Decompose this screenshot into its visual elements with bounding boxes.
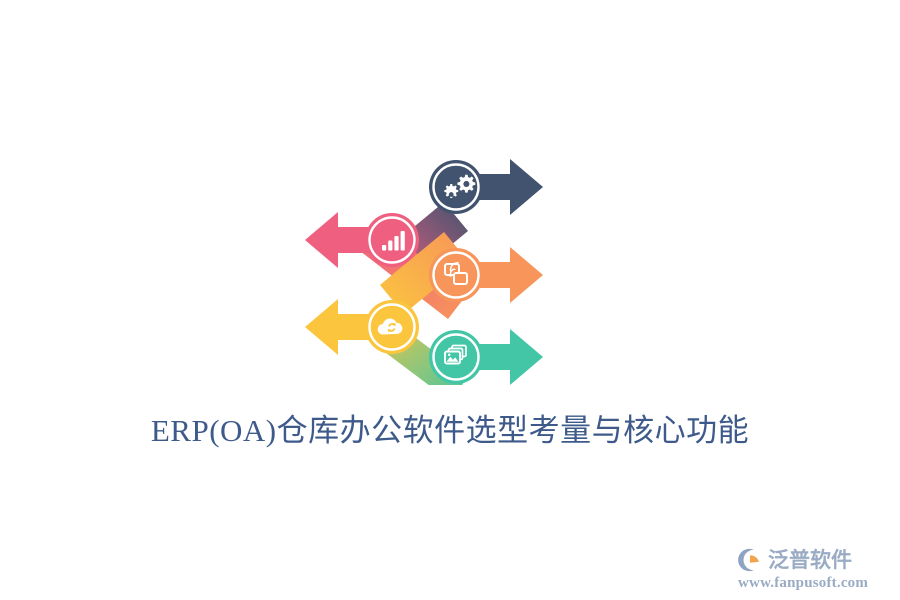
cloud-sync-icon (377, 318, 403, 335)
gears-icon (444, 174, 476, 198)
row-gallery[interactable] (429, 329, 543, 385)
circle-ring-gallery (432, 333, 480, 381)
screencast-icon (444, 261, 468, 285)
arrow-left-pink[interactable] (305, 212, 396, 268)
gallery-icon (444, 344, 467, 365)
circle-ring-gears (432, 163, 480, 211)
arrow-left-yellow[interactable] (305, 299, 396, 355)
row-bar-chart[interactable] (305, 212, 419, 268)
circle-outer-bar-chart (365, 213, 419, 267)
arrow-right-navy[interactable] (452, 159, 543, 215)
row-screencast[interactable] (429, 247, 543, 303)
arrow-zigzag-infographic (300, 145, 550, 385)
row-gears[interactable] (429, 159, 543, 215)
circle-ring-screencast (432, 251, 480, 299)
fanpu-logo-icon (736, 547, 764, 573)
arrow-right-green[interactable] (452, 329, 543, 385)
watermark-url: www.fanpusoft.com (738, 575, 869, 591)
watermark-brand: 泛普软件 (768, 547, 852, 572)
page-title: ERP(OA)仓库办公软件选型考量与核心功能 (150, 413, 750, 448)
circle-ring-cloud-sync (368, 303, 416, 351)
watermark: 泛普软件 www.fanpusoft.com (736, 547, 886, 592)
bar-chart-icon (382, 231, 405, 251)
circle-ring-bar-chart (368, 216, 416, 264)
arrow-right-orange[interactable] (452, 247, 543, 303)
row-cloud-sync[interactable] (305, 299, 419, 355)
